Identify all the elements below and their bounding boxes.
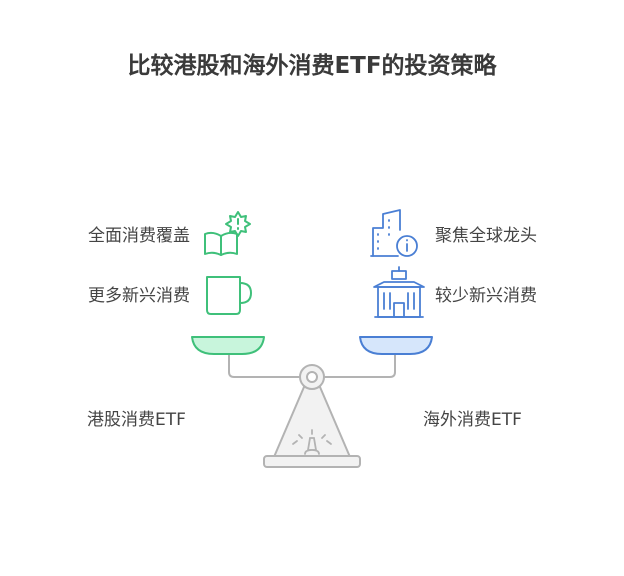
right-pan [359, 336, 433, 355]
open-book-alert-icon [204, 211, 251, 256]
scale-gauge [292, 429, 332, 455]
government-building-icon [373, 266, 425, 318]
mug-icon [206, 276, 252, 315]
right-etf-label: 海外消费ETF [423, 410, 522, 430]
scale-pivot [299, 364, 325, 390]
left-etf-label: 港股消费ETF [87, 410, 186, 430]
building-info-icon [370, 209, 418, 257]
left-feature-1-label: 全面消费覆盖 [88, 226, 190, 246]
scale-base [263, 386, 361, 468]
page-title: 比较港股和海外消费ETF的投资策略 [127, 53, 497, 79]
left-feature-2-label: 更多新兴消费 [88, 286, 190, 306]
left-pan [191, 336, 265, 355]
scale-beam [228, 353, 396, 378]
right-feature-2-label: 较少新兴消费 [435, 286, 537, 306]
right-feature-1-label: 聚焦全球龙头 [435, 226, 537, 246]
